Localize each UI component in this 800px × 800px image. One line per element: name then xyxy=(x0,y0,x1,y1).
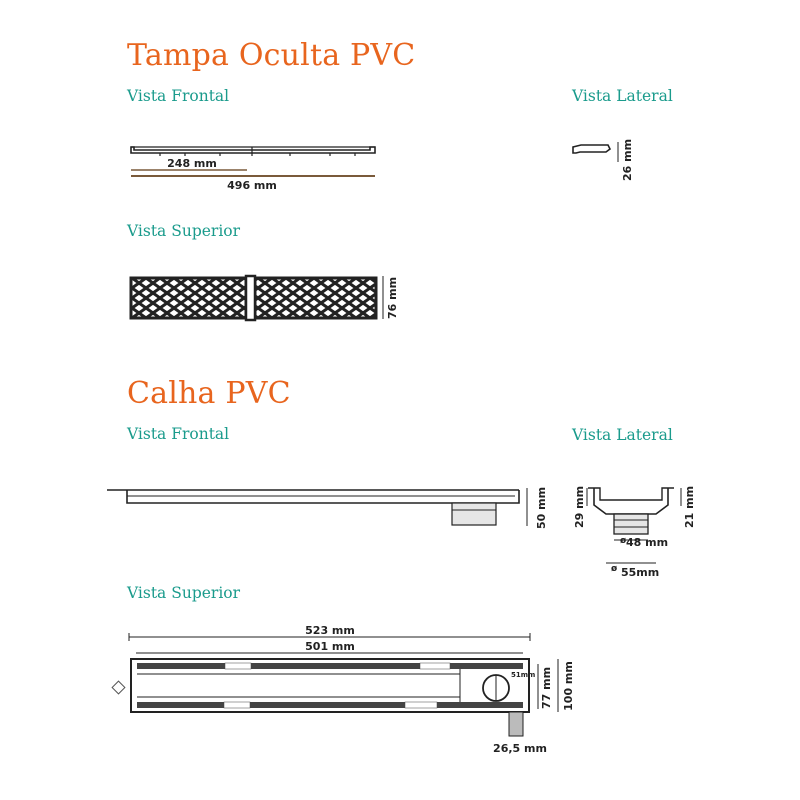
tampa-front-view: 248 mm 496 mm xyxy=(130,146,376,192)
phi-55: ø xyxy=(611,564,617,574)
dim-26: 26 mm xyxy=(621,139,634,181)
dim-55: 55mm xyxy=(621,566,659,579)
tampa-lateral-label: Vista Lateral xyxy=(572,87,673,105)
tampa-title: Tampa Oculta PVC xyxy=(127,38,416,73)
dim-496: 496 mm xyxy=(227,179,277,192)
dim-48: 48 mm xyxy=(626,536,668,549)
tampa-side-view: 26 mm xyxy=(572,139,634,181)
dim-501: 501 mm xyxy=(305,640,355,653)
dim-50: 50 mm xyxy=(535,487,548,529)
calha-frontal-label: Vista Frontal xyxy=(127,425,230,443)
calha-superior-label: Vista Superior xyxy=(127,584,241,602)
phi-48: ø xyxy=(620,536,626,546)
tampa-superior-label: Vista Superior xyxy=(127,222,241,240)
dim-248: 248 mm xyxy=(167,157,217,170)
calha-front-view: 50 mm xyxy=(107,487,548,529)
dim-21: 21 mm xyxy=(683,486,696,528)
calha-title: Calha PVC xyxy=(127,376,291,411)
calha-lateral-label: Vista Lateral xyxy=(572,426,673,444)
calha-side-view: 29 mm 21 mm ø 48 mm ø 55mm xyxy=(573,486,696,579)
dim-76: 76 mm xyxy=(386,277,399,319)
tampa-top-view: 76 mm xyxy=(129,274,399,322)
dim-100: 100 mm xyxy=(562,661,575,711)
dim-51: 51mm xyxy=(511,671,535,679)
dim-77: 77 mm xyxy=(540,667,553,709)
dim-26-5: 26,5 mm xyxy=(493,742,547,755)
tampa-frontal-label: Vista Frontal xyxy=(127,87,230,105)
calha-top-view: 523 mm 501 mm 51mm 77 mm 100 mm 26,5 mm xyxy=(111,624,575,755)
dim-29: 29 mm xyxy=(573,486,586,528)
dim-523: 523 mm xyxy=(305,624,355,637)
